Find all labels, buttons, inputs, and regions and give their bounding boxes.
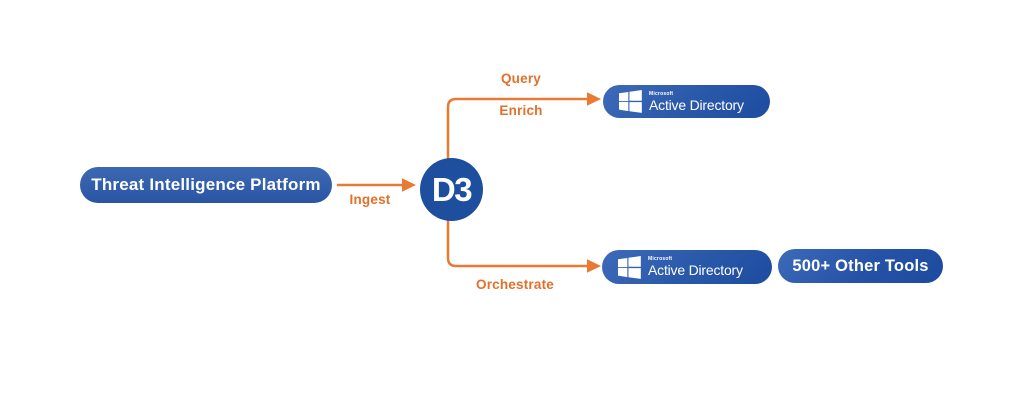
active-directory-text-block: Microsoft Active Directory [649,90,744,113]
orchestrate-arrow-line [446,218,588,268]
microsoft-brand-label: Microsoft [649,90,674,97]
orchestrate-arrowhead-icon [587,259,601,273]
d3-logo: D3 [420,158,483,221]
other-tools-node: 500+ Other Tools [778,249,943,283]
edge-label-ingest: Ingest [349,192,391,207]
d3-logo-label: D3 [431,170,473,208]
active-directory-node-bottom: Microsoft Active Directory [602,250,772,284]
windows-logo-icon [619,90,642,113]
other-tools-label: 500+ Other Tools [792,256,929,275]
active-directory-node-top: Microsoft Active Directory [603,85,770,118]
microsoft-brand-label: Microsoft [648,256,673,262]
active-directory-label: Active Directory [648,262,743,278]
query-enrich-arrowhead-icon [587,92,601,106]
active-directory-text-block: Microsoft Active Directory [648,256,743,278]
windows-logo-icon [618,255,641,279]
query-enrich-arrow-line [446,97,588,162]
edge-label-enrich: Enrich [499,103,543,118]
edge-label-orchestrate: Orchestrate [476,277,554,292]
edge-label-query: Query [500,71,542,86]
ingest-arrowhead-icon [402,178,416,192]
active-directory-label: Active Directory [649,96,744,113]
threat-intelligence-platform-node: Threat Intelligence Platform [80,167,332,203]
threat-intelligence-platform-label: Threat Intelligence Platform [91,175,321,194]
